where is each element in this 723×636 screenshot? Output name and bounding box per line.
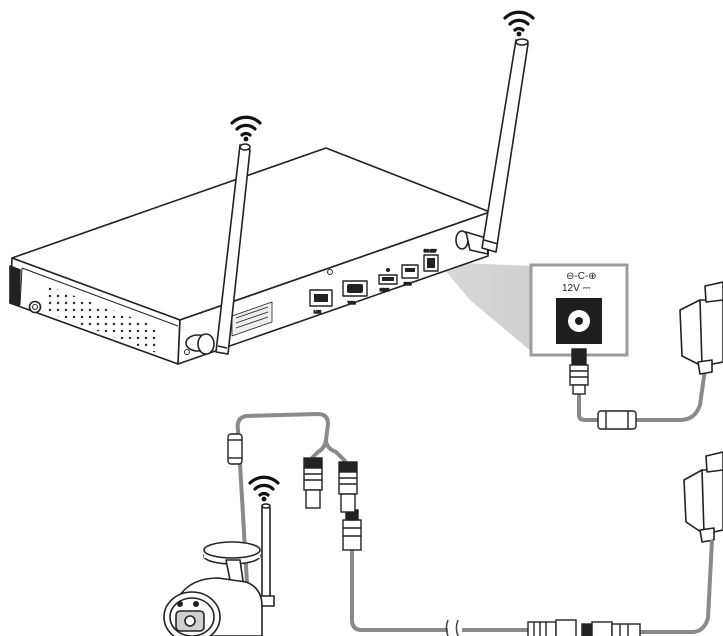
ferrite-bead — [597, 410, 637, 430]
nvr-front-trim — [9, 265, 21, 307]
lan-port: LAN — [309, 289, 333, 315]
nvr-antenna-left — [185, 143, 251, 355]
svg-text:VGA: VGA — [348, 301, 356, 305]
dc-male-connector — [581, 621, 641, 636]
dc-port: DC 12V — [423, 248, 439, 272]
camera-antenna — [261, 505, 271, 601]
vga-port: VGA — [342, 280, 368, 306]
bullet-camera — [163, 503, 275, 636]
hdmi-port: HDMI — [378, 268, 398, 293]
svg-text:DC 12V: DC 12V — [424, 249, 437, 253]
nvr-power-adapter — [679, 281, 723, 375]
camera-power-cable — [342, 509, 714, 636]
nvr-rating-label — [231, 301, 273, 337]
camera-pigtail-cables — [227, 411, 358, 601]
cable-break-symbol — [445, 619, 459, 636]
nvr-screw — [184, 349, 190, 355]
rj45-connector — [303, 457, 323, 509]
camera-power-adapter — [683, 451, 723, 543]
nvr-front-vents — [47, 286, 160, 354]
wifi-icon — [230, 115, 262, 142]
nvr-antenna-right — [455, 38, 529, 255]
svg-text:HDMI: HDMI — [380, 288, 389, 292]
callout-beam — [438, 262, 532, 352]
rj45-connector — [338, 461, 358, 513]
nvr-recorder: LAN VGA HDMI USB DC 12V — [9, 147, 491, 365]
svg-text:USB: USB — [404, 282, 412, 286]
power-jack-callout: ⊖-C-⊕ 12V ⎓ — [529, 263, 629, 357]
wifi-icon — [248, 475, 280, 502]
svg-text:LAN: LAN — [314, 310, 321, 314]
voltage-label: 12V ⎓ — [562, 283, 591, 294]
nvr-screw — [327, 269, 333, 275]
usb-port: USB — [401, 264, 419, 287]
polarity-label: ⊖-C-⊕ — [566, 271, 597, 282]
wifi-icon — [503, 10, 535, 37]
dc-female-connector — [527, 619, 577, 636]
nvr-power-cable — [569, 348, 708, 430]
